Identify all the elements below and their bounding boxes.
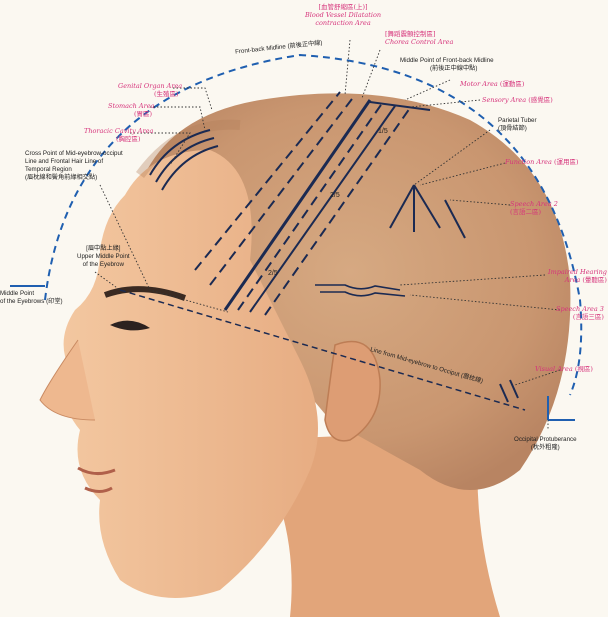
label-impaired-hearing: Impaired Hearing Area (暈聽區) (548, 268, 607, 284)
mid-fb-en: Middle Point of Front-back Midline (400, 57, 494, 65)
label-genital: Genital Organ Area (生殖區) (118, 82, 182, 98)
label-speech2: Speech Area 2 (言語二區) (510, 200, 558, 216)
speech3-en: Speech Area 3 (556, 305, 604, 313)
cross-point-l1: Cross Point of Mid-eyebrow-occiput (25, 150, 123, 158)
fraction-1-5: 1/5 (378, 128, 388, 136)
thoracic-en: Thoracic Cavity Area (84, 127, 153, 135)
visual-en: Visual Area (535, 365, 573, 373)
label-cross-point: Cross Point of Mid-eyebrow-occiput Line … (25, 150, 123, 182)
label-upper-middle: [眉中點上緣] Upper Middle Point of the Eyebro… (77, 245, 130, 269)
motor-zh: (運動區) (500, 80, 525, 88)
sensory-en: Sensory Area (482, 96, 526, 104)
thoracic-zh: (胸腔區) (84, 135, 153, 143)
fraction-2-5: 2/5 (330, 192, 340, 200)
mid-eyebrows-l1: Middle Point (0, 290, 63, 298)
fraction-2-5b: 2/5 (268, 270, 278, 278)
occipital-zh: (枕外粗隆) (514, 444, 577, 452)
sensory-zh: (感覺區) (528, 96, 553, 104)
label-visual: Visual Area (視區) (535, 365, 593, 373)
label-chorea: [舞蹈震顫控制區] Chorea Control Area (385, 30, 453, 46)
stomach-zh: (胃區) (108, 110, 154, 118)
label-thoracic: Thoracic Cavity Area (胸腔區) (84, 127, 153, 143)
cross-point-zh: (眉枕線和鬢角前緣相交點) (25, 174, 123, 182)
blood-vessel-zh: [血管舒縮區(上)] (305, 3, 381, 11)
function-zh: (運用區) (554, 158, 579, 166)
motor-en: Motor Area (460, 80, 498, 88)
label-blood-vessel: [血管舒縮區(上)] Blood Vessel Dilatation contr… (305, 3, 381, 27)
hearing-l2: Area (565, 276, 581, 284)
label-parietal: Parietal Tuber (頂骨結節) (498, 117, 537, 133)
function-en: Function Area (505, 158, 552, 166)
label-occipital: Occipital Protuberance (枕外粗隆) (514, 436, 577, 452)
stomach-en: Stomach Area (108, 102, 154, 110)
label-middle-point-fb: Middle Point of Front-back Midline (前後正中… (400, 57, 494, 73)
chorea-en: Chorea Control Area (385, 38, 453, 46)
label-motor: Motor Area (運動區) (460, 80, 524, 88)
mid-eyebrows-zh: (印堂) (46, 298, 63, 305)
mid-eyebrows-l2: of the Eyebrows (0, 298, 44, 305)
label-speech3: Speech Area 3 (言語三區) (556, 305, 604, 321)
speech3-zh: (言語三區) (556, 313, 604, 321)
parietal-en: Parietal Tuber (498, 117, 537, 125)
label-function: Function Area (運用區) (505, 158, 579, 166)
speech2-en: Speech Area 2 (510, 200, 558, 208)
blood-vessel-en: Blood Vessel Dilatation (305, 11, 381, 19)
occipital-en: Occipital Protuberance (514, 436, 577, 444)
blood-vessel-en2: contraction Area (305, 19, 381, 27)
mid-fb-zh: (前後正中線中點) (400, 65, 494, 73)
hearing-l1: Impaired Hearing (548, 268, 607, 276)
genital-zh: (生殖區) (118, 90, 182, 98)
label-stomach: Stomach Area (胃區) (108, 102, 154, 118)
cross-point-l3: Temporal Region (25, 166, 123, 174)
chorea-zh: [舞蹈震顫控制區] (385, 30, 453, 38)
speech2-zh: (言語二區) (510, 208, 558, 216)
genital-en: Genital Organ Area (118, 82, 182, 90)
visual-zh: (視區) (575, 365, 593, 373)
label-middle-eyebrows: Middle Point of the Eyebrows (印堂) (0, 290, 63, 306)
upper-middle-l2: of the Eyebrow (77, 261, 130, 269)
parietal-zh: (頂骨結節) (498, 125, 537, 133)
upper-middle-l1: Upper Middle Point (77, 253, 130, 261)
hearing-zh: (暈聽區) (582, 276, 607, 284)
cross-point-l2: Line and Frontal Hair Line of (25, 158, 123, 166)
upper-middle-zh: [眉中點上緣] (77, 245, 130, 253)
label-sensory: Sensory Area (感覺區) (482, 96, 553, 104)
